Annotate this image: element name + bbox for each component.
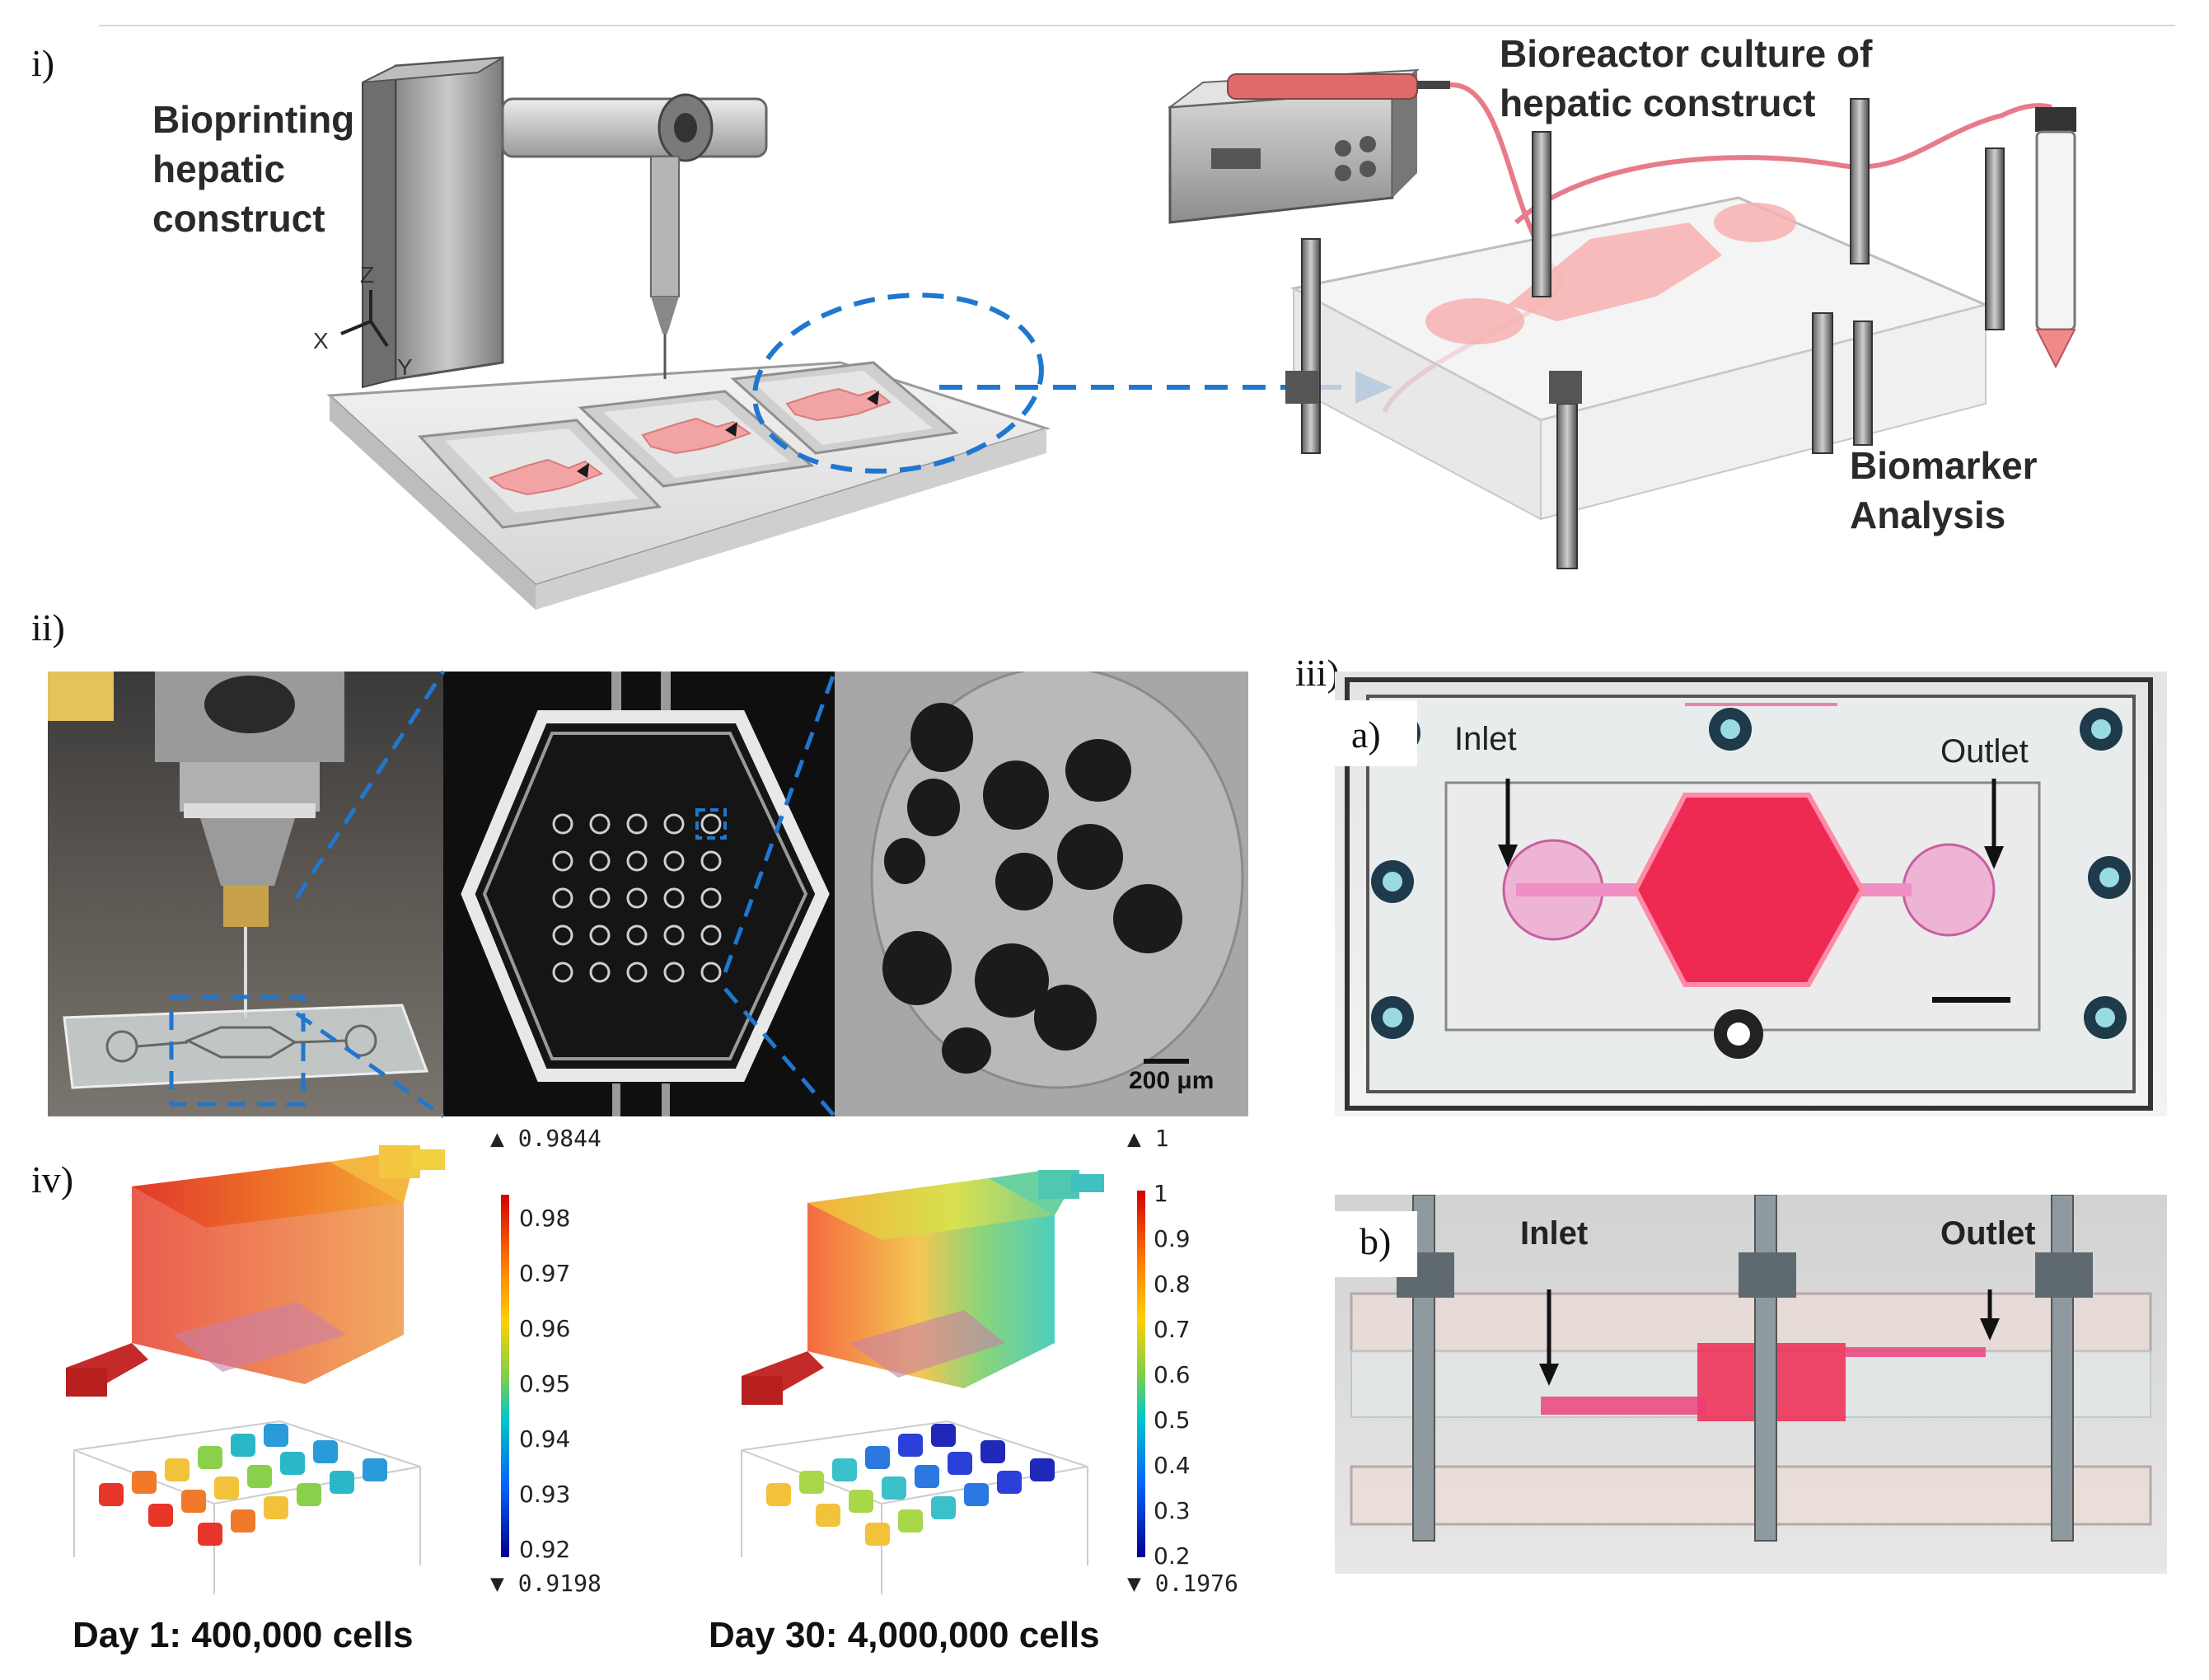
day1-simulation xyxy=(66,1145,445,1594)
label-b-box xyxy=(1335,1211,1417,1277)
inlet-label-b: Inlet xyxy=(1520,1215,1589,1252)
bioreactor-illustration xyxy=(1167,68,2076,569)
bioreactor-label-line1: Bioreactor culture of xyxy=(1500,32,1873,75)
day30-tick-7: 0.3 xyxy=(1154,1497,1191,1524)
bioreactor-label-line2: hepatic construct xyxy=(1500,82,1816,124)
bioprinting-label: Bioprinting hepatic construct xyxy=(152,95,354,243)
day30-tick-8: 0.2 xyxy=(1154,1542,1191,1570)
panel-ii-label: ii) xyxy=(31,606,65,648)
bioprinting-label-line1: Bioprinting xyxy=(152,98,355,141)
spheroid-micrograph xyxy=(835,672,1248,1116)
day30-tick-3: 0.7 xyxy=(1154,1316,1191,1343)
day1-max-marker: ▲ 0.9844 xyxy=(490,1125,601,1152)
day30-tick-0: 1 xyxy=(1154,1180,1168,1207)
printer-photo xyxy=(48,672,443,1116)
panel-i-label: i) xyxy=(31,42,55,84)
axis-gizmo-icon xyxy=(340,290,389,348)
day1-caption: Day 1: 400,000 cells xyxy=(73,1615,414,1655)
zoom-connectors xyxy=(294,670,837,1119)
panel-iii-label: iii) xyxy=(1295,652,1340,694)
bioprinter-illustration xyxy=(326,56,1051,610)
outlet-label-b: Outlet xyxy=(1940,1215,2036,1252)
day30-max-marker: ▲ 1 xyxy=(1127,1125,1169,1152)
bioprinting-label-line3: construct xyxy=(152,197,325,240)
day30-tick-2: 0.8 xyxy=(1154,1271,1191,1298)
day30-caption: Day 30: 4,000,000 cells xyxy=(709,1615,1100,1655)
panel-iv-label: iv) xyxy=(31,1158,74,1200)
day1-tick-1: 0.97 xyxy=(519,1260,571,1287)
day30-min-marker: ▼ 0.1976 xyxy=(1127,1570,1238,1597)
day30-colorbar xyxy=(1137,1191,1145,1557)
bioreactor-label: Bioreactor culture of hepatic construct xyxy=(1500,29,1872,128)
day30-tick-4: 0.6 xyxy=(1154,1361,1191,1388)
top-divider xyxy=(99,25,2175,26)
label-a-box xyxy=(1335,700,1417,766)
day30-tick-5: 0.5 xyxy=(1154,1406,1191,1434)
day30-tick-1: 0.9 xyxy=(1154,1225,1191,1252)
day30-simulation xyxy=(741,1170,1104,1594)
day1-tick-4: 0.94 xyxy=(519,1425,571,1453)
panel-iii-b-label: b) xyxy=(1360,1220,1392,1262)
scale-bar-label: 200 μm xyxy=(1129,1067,1214,1094)
device-side-photo xyxy=(1335,1195,2167,1574)
device-top-photo xyxy=(1335,672,2167,1116)
panel-iii-a-label: a) xyxy=(1351,714,1381,756)
outlet-label-a: Outlet xyxy=(1940,733,2029,770)
day30-tick-6: 0.4 xyxy=(1154,1452,1191,1479)
day1-tick-2: 0.96 xyxy=(519,1315,571,1342)
day1-tick-0: 0.98 xyxy=(519,1205,571,1232)
day1-tick-3: 0.95 xyxy=(519,1370,571,1397)
axis-x: X xyxy=(313,328,329,353)
biomarker-label-line2: Analysis xyxy=(1850,494,2006,536)
day1-colorbar xyxy=(501,1195,509,1557)
day1-tick-6: 0.92 xyxy=(519,1536,571,1563)
inlet-label-a: Inlet xyxy=(1454,721,1517,757)
biomarker-label: Biomarker Analysis xyxy=(1850,441,2038,540)
biomarker-label-line1: Biomarker xyxy=(1850,444,2038,487)
axis-y: Y xyxy=(397,354,413,380)
axis-z: Z xyxy=(360,262,375,288)
bioprinting-label-line2: hepatic xyxy=(152,147,286,190)
day1-min-marker: ▼ 0.9198 xyxy=(490,1570,601,1597)
day1-tick-5: 0.93 xyxy=(519,1481,571,1508)
